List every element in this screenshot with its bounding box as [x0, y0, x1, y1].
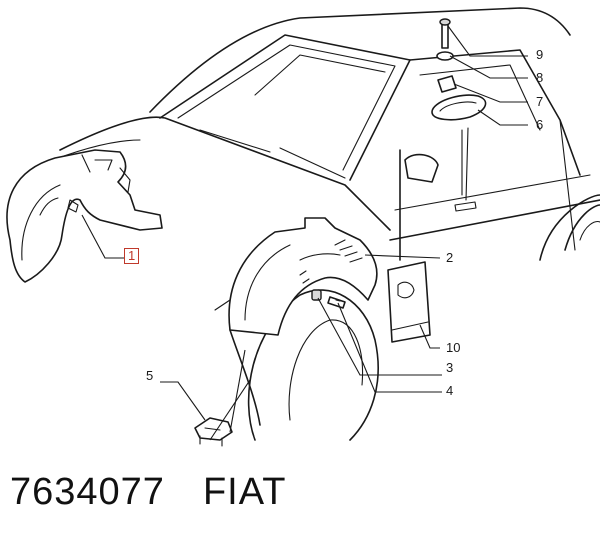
brand-name: FIAT: [202, 471, 287, 513]
part-2-wheel-arch-liner-fitted: [228, 217, 378, 336]
part-6-9-antenna-assembly: [431, 18, 487, 201]
callout-5: 5: [146, 368, 154, 383]
leader-lines: [81, 25, 528, 441]
callout-2: 2: [446, 250, 454, 265]
part-5-clip: [194, 417, 233, 447]
callout-9: 9: [536, 47, 544, 62]
part-caption: 7634077 FIAT: [10, 470, 286, 514]
part-3-4-bolt-nut: [311, 289, 346, 309]
callout-4: 4: [446, 383, 454, 398]
callout-3: 3: [446, 360, 454, 375]
callout-8: 8: [536, 70, 544, 85]
part-1-wheel-arch-liner-left: [6, 149, 163, 283]
diagram-drawing: [6, 7, 600, 447]
part-10-mud-flap: [387, 261, 431, 343]
part-number: 7634077: [10, 471, 165, 513]
callout-10: 10: [446, 340, 461, 355]
callout-7: 7: [536, 94, 544, 109]
callout-6: 6: [536, 117, 544, 132]
callout-1: 1: [124, 248, 140, 264]
